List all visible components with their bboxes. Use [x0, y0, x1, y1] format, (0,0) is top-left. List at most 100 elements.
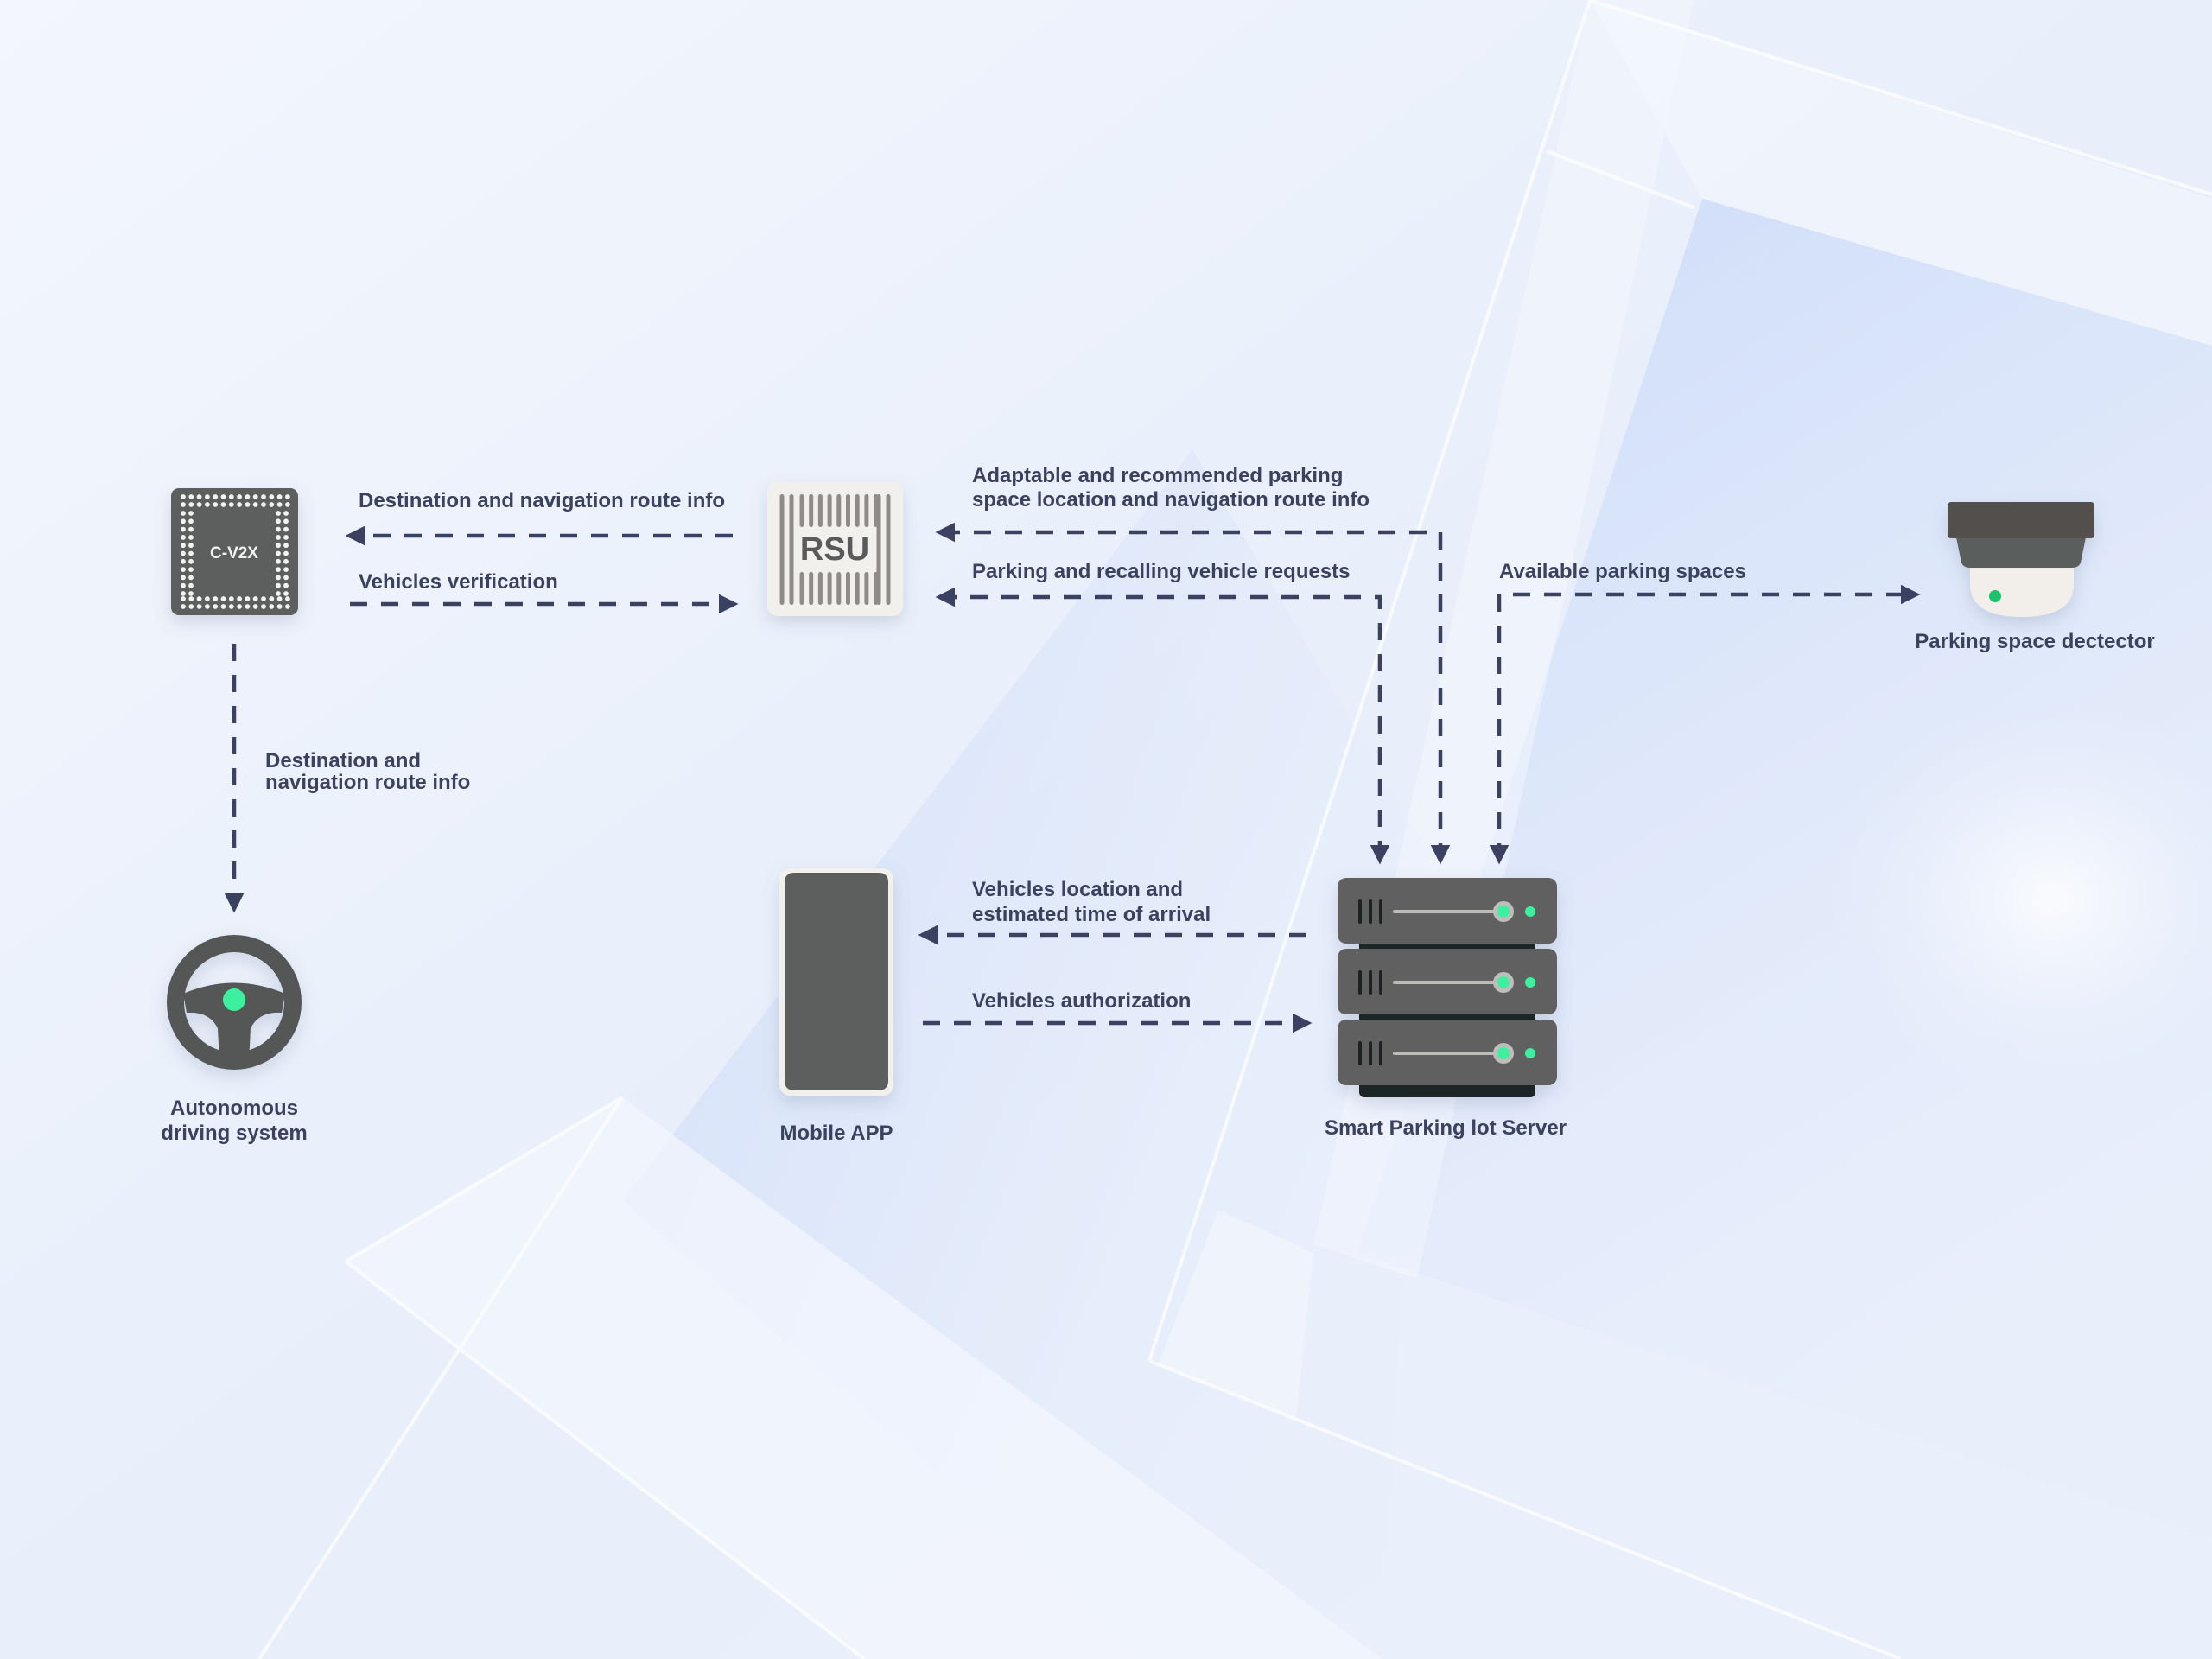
rsu-bar: [836, 572, 842, 605]
chip-pin: [252, 604, 258, 609]
flow-label-cv2x-to-rsu: Vehicles verification: [359, 570, 558, 594]
flow-arrows: [224, 522, 1921, 1033]
chip-pin: [276, 550, 281, 556]
rsu-bar: [799, 494, 804, 527]
chip-pin: [276, 543, 281, 549]
server-status-led: [1525, 906, 1535, 917]
chip-pin: [181, 535, 186, 540]
chip-pin: [213, 596, 219, 601]
chip-pin: [252, 596, 258, 601]
chip-pin: [283, 575, 289, 581]
server-led: [1497, 1047, 1510, 1059]
chip-pin: [188, 518, 194, 524]
chip-pin: [181, 526, 186, 532]
server-status-led: [1525, 1048, 1535, 1058]
chip-pin: [276, 502, 283, 507]
chip-pin: [276, 582, 281, 588]
autonomous-label-line1: Autonomous: [170, 1096, 298, 1120]
chip-pin: [276, 591, 281, 596]
chip-pin: [181, 494, 186, 499]
chip-pin: [196, 502, 202, 507]
chip-pin: [245, 604, 251, 609]
rsu-bar: [827, 572, 832, 605]
chip-pin: [283, 518, 289, 524]
chip-pin: [188, 567, 194, 572]
chip-pin: [252, 494, 258, 499]
flow-arrow-server-to-rsu-recommend: [935, 522, 1451, 865]
chip-pin: [213, 604, 219, 609]
chip-pins: [181, 494, 290, 609]
server-led: [1497, 976, 1510, 988]
chip-pin: [276, 604, 283, 609]
rsu-bar: [886, 494, 891, 605]
detector-label: Parking space dectector: [1915, 630, 2155, 653]
chip-pin: [196, 604, 202, 609]
chip-pin: [283, 558, 289, 564]
chip-pin: [276, 526, 281, 532]
flow-label-authorization: Vehicles authorization: [972, 989, 1192, 1013]
bg-shape-light-quad: [1158, 1210, 1313, 1417]
chip-pin: [205, 604, 210, 609]
chip-pin: [188, 582, 194, 588]
chip-pin: [283, 582, 289, 588]
chip-pin: [188, 550, 194, 556]
rsu-bar: [817, 494, 823, 527]
flow-label-available-spaces: Available parking spaces: [1499, 560, 1746, 583]
chip-pin: [269, 502, 275, 507]
chip-pin: [181, 511, 186, 516]
chip-pin: [283, 543, 289, 549]
flow-arrow-rsu-server-requests: [935, 587, 1390, 865]
rsu-icon[interactable]: RSU: [767, 482, 903, 616]
chip-pin: [261, 502, 266, 507]
chip-pin: [181, 543, 186, 549]
chip-pin: [283, 511, 289, 516]
chip-pin: [228, 494, 234, 499]
chip-pin: [269, 604, 275, 609]
rsu-bar: [809, 572, 814, 605]
chip-pin: [181, 550, 186, 556]
mobile-label: Mobile APP: [779, 1122, 893, 1145]
rsu-bar: [809, 494, 814, 527]
chip-pin: [285, 502, 290, 507]
chip-pin: [276, 558, 281, 564]
chip-pin: [269, 494, 275, 499]
camera-sensor-icon[interactable]: [1948, 502, 2094, 617]
chip-pin: [181, 591, 186, 596]
steering-wheel-icon[interactable]: [167, 935, 302, 1070]
chip-pin: [237, 494, 242, 499]
chip-pin: [213, 502, 219, 507]
chip-pin: [188, 511, 194, 516]
server-vent: [1369, 899, 1372, 924]
chip-pin: [181, 558, 186, 564]
chip-pin: [283, 526, 289, 532]
chip-icon[interactable]: C-V2X: [171, 488, 298, 615]
rsu-bar: [779, 494, 785, 605]
rsu-bar: [799, 572, 804, 605]
flow-label-rsu-to-cv2x: Destination and navigation route info: [359, 489, 726, 512]
smartphone-icon[interactable]: [779, 868, 893, 1096]
rsu-label: RSU: [800, 531, 869, 568]
flow-arrow-detector-server-spaces: [1489, 584, 1921, 865]
chip-pin: [228, 596, 234, 601]
server-rack-icon[interactable]: [1338, 878, 1557, 1097]
flow-label-recommend-line1: Adaptable and recommended parking: [972, 464, 1344, 487]
rsu-antenna-bars: [779, 494, 891, 605]
chip-pin: [276, 518, 281, 524]
server-vent: [1358, 1041, 1362, 1065]
chip-label: C-V2X: [210, 544, 258, 563]
chip-pin: [220, 604, 226, 609]
chip-pin: [188, 526, 194, 532]
rsu-bar: [836, 494, 842, 527]
chip-pin: [261, 604, 266, 609]
chip-pin: [205, 494, 210, 499]
chip-pin: [245, 494, 251, 499]
chip-pin: [196, 494, 202, 499]
chip-pin: [237, 604, 242, 609]
chip-pin: [196, 596, 202, 601]
rsu-bar: [864, 572, 869, 605]
chip-pin: [261, 494, 266, 499]
chip-pin: [276, 511, 281, 516]
server-units: [1338, 878, 1557, 1092]
chip-pin: [245, 502, 251, 507]
